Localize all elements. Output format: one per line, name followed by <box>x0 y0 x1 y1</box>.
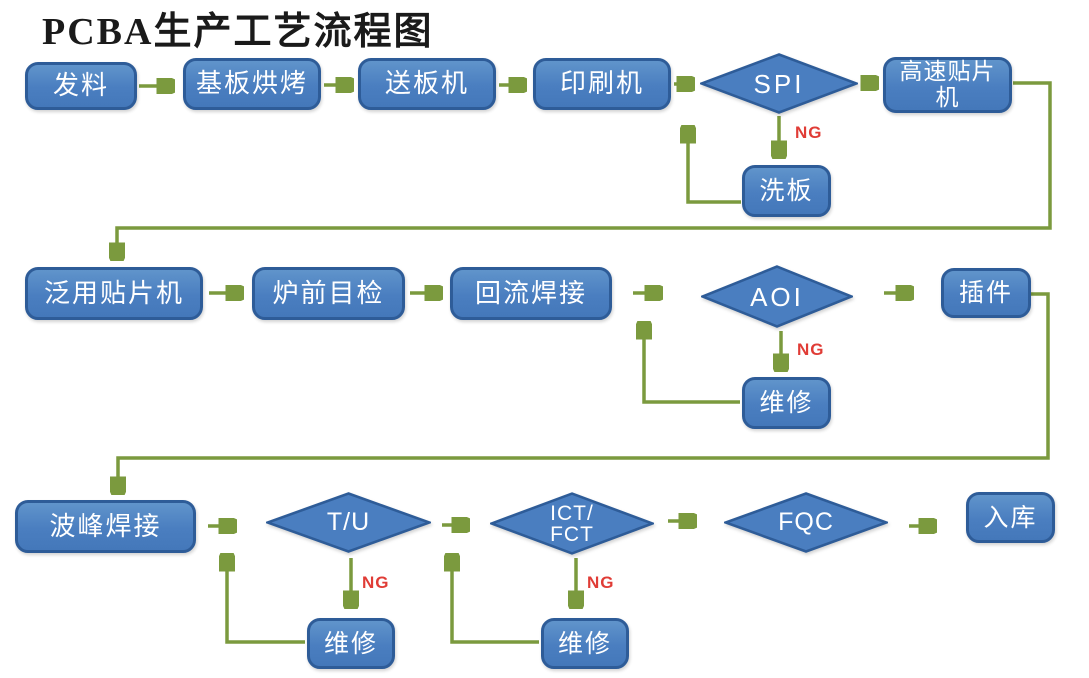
arrow-repair-to-reflow-loop <box>644 324 740 404</box>
diamond-shape <box>701 265 853 328</box>
node-label: 泛用贴片机 <box>43 277 184 308</box>
node-repair-after-aoi: 维修 <box>742 377 831 429</box>
node-printer: 印刷机 <box>533 58 671 110</box>
decision-tu: T/U <box>266 492 431 553</box>
arrow-repair-to-wave-loop <box>227 556 305 644</box>
arrow-wash-to-printer-loop <box>688 128 741 204</box>
node-label: 送板机 <box>384 68 469 99</box>
decision-label-line2: FCT <box>550 522 594 546</box>
node-label: 维修 <box>759 389 814 417</box>
node-insertion: 插件 <box>941 268 1031 318</box>
node-label: 入库 <box>983 503 1038 532</box>
decision-aoi: AOI <box>701 265 853 328</box>
node-issue-material: 发料 <box>25 62 137 110</box>
node-label: 洗板 <box>759 177 814 205</box>
node-label: 回流焊接 <box>474 277 587 308</box>
decision-label: T/U <box>326 508 371 536</box>
node-label: 印刷机 <box>559 68 644 99</box>
node-label: 炉前目检 <box>272 277 385 308</box>
node-label: 维修 <box>323 629 378 658</box>
decision-label: AOI <box>750 281 804 312</box>
decision-label: ICT/ FCT <box>550 503 594 545</box>
node-wave-soldering: 波峰焊接 <box>15 500 196 553</box>
diamond-shape <box>266 492 431 553</box>
node-general-mounter: 泛用贴片机 <box>25 267 203 320</box>
node-board-wash: 洗板 <box>742 165 831 217</box>
node-label: 基板烘烤 <box>195 68 308 99</box>
node-label: 高速贴片机 <box>899 58 996 110</box>
node-high-speed-mounter: 高速贴片机 <box>883 57 1012 113</box>
decision-ict-fct: ICT/ FCT <box>490 492 654 555</box>
diamond-shape <box>700 53 858 114</box>
node-repair-after-ict: 维修 <box>541 618 629 669</box>
decision-label: SPI <box>753 68 805 99</box>
node-label: 插件 <box>958 279 1013 307</box>
diamond-shape <box>724 492 888 553</box>
node-label: 发料 <box>52 70 109 101</box>
decision-fqc: FQC <box>724 492 888 553</box>
node-repair-after-tu: 维修 <box>307 618 395 669</box>
node-label: 波峰焊接 <box>49 510 162 541</box>
node-board-baking: 基板烘烤 <box>183 58 321 110</box>
node-warehouse: 入库 <box>966 492 1055 543</box>
diamond-shape <box>490 492 654 555</box>
ng-label-spi: NG <box>795 123 823 142</box>
decision-label-line1: ICT/ <box>550 501 594 525</box>
ng-label-tu: NG <box>362 573 390 592</box>
node-reflow-soldering: 回流焊接 <box>450 267 612 320</box>
page-title: PCBA生产工艺流程图 <box>42 11 434 53</box>
node-pre-oven-inspection: 炉前目检 <box>252 267 405 320</box>
ng-label-aoi: NG <box>797 340 825 359</box>
node-board-loader: 送板机 <box>358 58 496 110</box>
decision-spi: SPI <box>700 53 858 114</box>
arrow-insertion-to-wave-loop <box>118 292 1050 492</box>
node-label: 维修 <box>557 629 612 658</box>
decision-label: FQC <box>778 508 834 536</box>
arrow-repair-to-tu-loop <box>452 556 539 644</box>
ng-label-ict: NG <box>587 573 615 592</box>
